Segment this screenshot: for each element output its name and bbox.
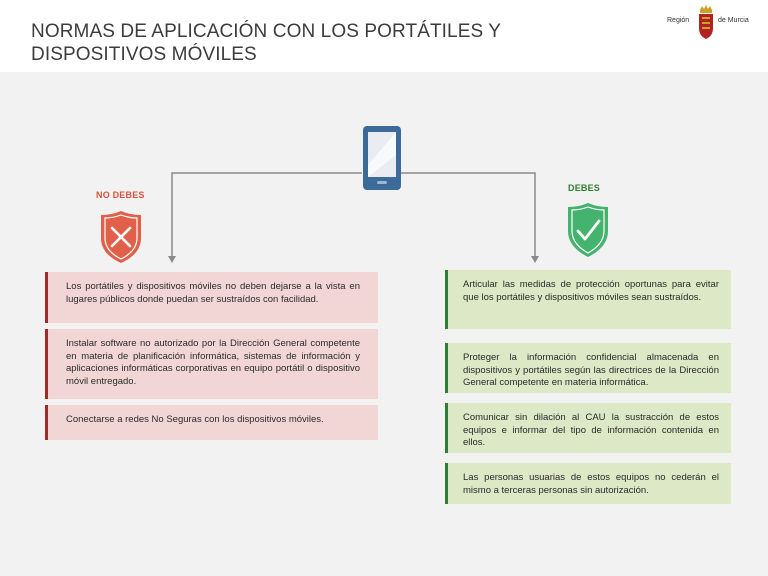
no-debes-label: NO DEBES (96, 190, 145, 200)
debes-item: Comunicar sin dilación al CAU la sustrac… (445, 403, 731, 453)
debes-item: Articular las medidas de protección opor… (445, 270, 731, 329)
shield-check-icon (568, 203, 608, 257)
debes-item-text: Articular las medidas de protección opor… (463, 279, 719, 303)
page-title: NORMAS DE APLICACIÓN CON LOS PORTÁTILES … (31, 21, 501, 65)
debes-item: Las personas usuarias de estos equipos n… (445, 463, 731, 504)
shield-x-icon (101, 211, 141, 263)
no-debes-item-text: Instalar software no autorizado por la D… (66, 338, 360, 387)
logo-text-right: de Murcia (718, 17, 749, 24)
coat-of-arms-icon (699, 5, 713, 39)
logo-text-left: Región (667, 17, 690, 24)
mobile-phone-icon (363, 126, 401, 190)
region-logo: Región de Murcia (666, 4, 762, 42)
debes-label: DEBES (568, 183, 601, 193)
no-debes-item: Conectarse a redes No Seguras con los di… (45, 405, 378, 440)
no-debes-item-text: Conectarse a redes No Seguras con los di… (66, 414, 324, 425)
no-debes-item-text: Los portátiles y dispositivos móviles no… (66, 281, 360, 305)
debes-item-text: Comunicar sin dilación al CAU la sustrac… (463, 412, 719, 448)
no-debes-item: Instalar software no autorizado por la D… (45, 329, 378, 399)
debes-item-text: Las personas usuarias de estos equipos n… (463, 472, 719, 496)
debes-item: Proteger la información confidencial alm… (445, 343, 731, 393)
debes-item-text: Proteger la información confidencial alm… (463, 352, 719, 388)
no-debes-item: Los portátiles y dispositivos móviles no… (45, 272, 378, 323)
header: NORMAS DE APLICACIÓN CON LOS PORTÁTILES … (0, 0, 768, 72)
